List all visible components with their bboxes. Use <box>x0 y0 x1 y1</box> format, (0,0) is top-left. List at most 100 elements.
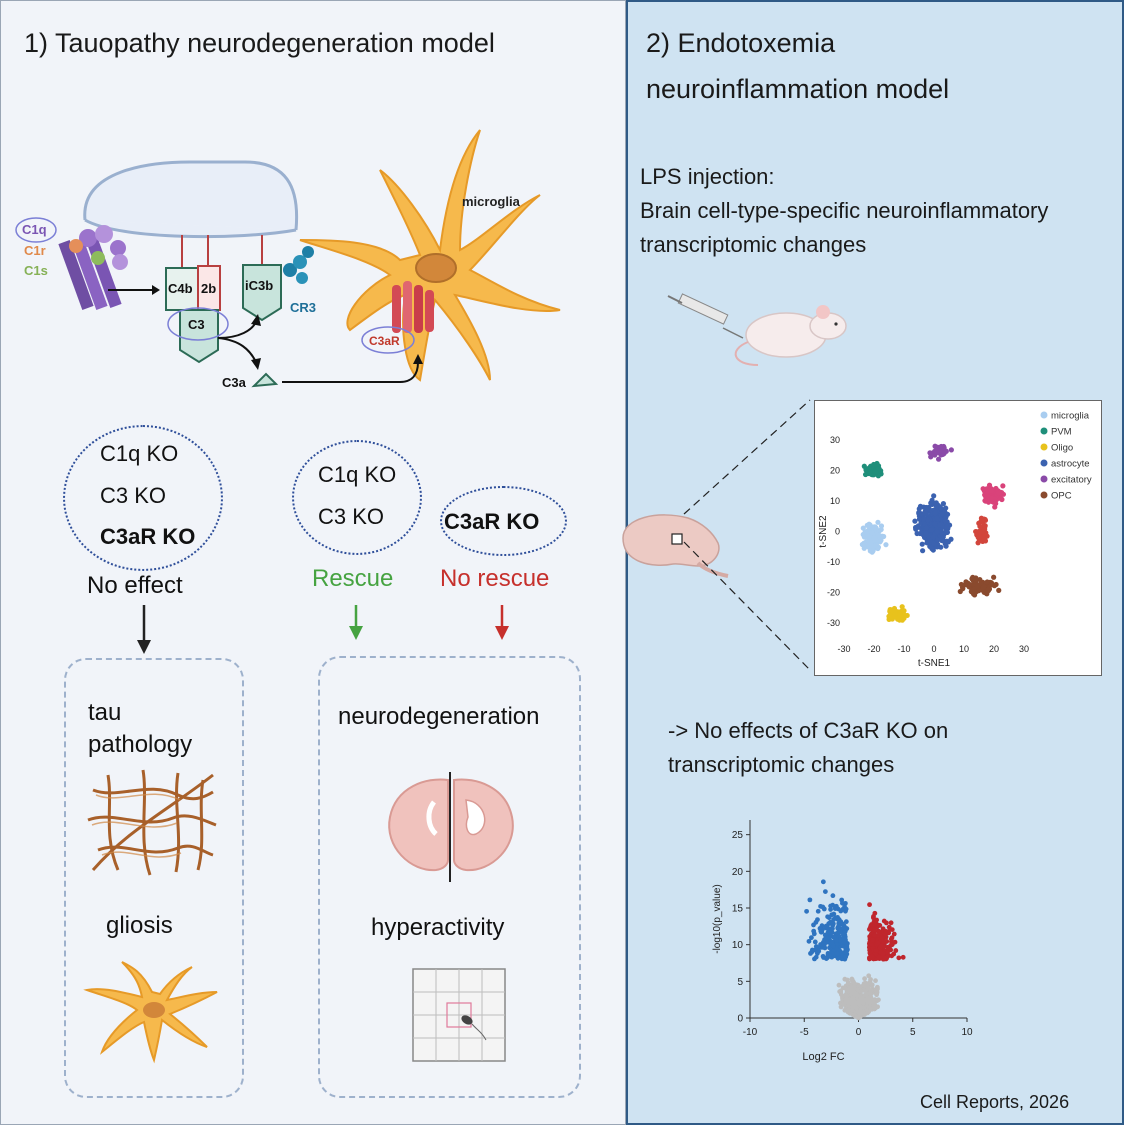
volcano-point <box>838 988 844 994</box>
volcano-point <box>830 893 836 899</box>
ko-group-2-outcome: Rescue <box>312 565 394 592</box>
tsne-point <box>989 495 995 501</box>
ko-group-2-item-2: C3 KO <box>318 504 385 529</box>
tsne-point <box>865 534 871 540</box>
tsne-point <box>878 526 884 533</box>
volcano-point <box>834 951 840 957</box>
tsne-point <box>934 529 940 535</box>
volcano-point <box>804 908 809 914</box>
outcome-box-1 <box>64 658 244 1098</box>
tsne-legend-swatch-1 <box>1040 427 1048 435</box>
tsne-series-1 <box>861 460 884 479</box>
volcano-point <box>828 930 834 936</box>
volcano-point <box>843 993 849 999</box>
volcano-point <box>865 1010 870 1016</box>
tsne-point <box>871 461 877 468</box>
tsne-point <box>916 506 922 512</box>
volcano-point <box>842 985 848 991</box>
tsne-legend-swatch-0 <box>1040 411 1048 419</box>
tsne-point <box>933 503 939 509</box>
volcano-point <box>891 951 897 957</box>
tsne-point <box>861 541 868 548</box>
ko-group-3-item-1: C3aR KO <box>444 509 540 534</box>
tsne-point <box>1000 483 1006 489</box>
outcome-arrows <box>137 605 509 654</box>
volcano-point <box>839 900 845 906</box>
volcano-ylabel: -log10(p_value) <box>712 884 723 954</box>
volcano-point <box>852 999 858 1005</box>
tsne-point <box>929 527 935 533</box>
volcano-point <box>872 927 878 933</box>
tsne-point <box>944 529 951 535</box>
tsne-point <box>982 517 989 523</box>
tsne-series-4 <box>927 443 954 462</box>
volcano-xtick-3: 5 <box>910 1027 916 1038</box>
tsne-point <box>932 443 938 449</box>
volcano-point <box>891 931 897 937</box>
citation: Cell Reports, 2026 <box>920 1092 1070 1112</box>
tsne-point <box>978 518 985 524</box>
c3a-label: C3a <box>222 375 247 390</box>
volcano-point <box>885 946 891 951</box>
tsne-point <box>985 499 992 505</box>
tsne-xtick-3: 0 <box>931 644 936 654</box>
volcano-series-ns <box>836 973 881 1021</box>
volcano-point <box>889 927 895 933</box>
syringe-icon <box>667 293 744 339</box>
tsne-point <box>875 545 881 552</box>
tsne-point <box>872 537 879 543</box>
tsne-point <box>921 516 927 522</box>
tsne-point <box>981 522 987 528</box>
tsne-point <box>976 534 983 540</box>
astrocyte-illustration <box>83 961 218 1064</box>
outcome-box-1-label-2: gliosis <box>106 912 173 939</box>
tsne-point <box>981 583 987 590</box>
tsne-point <box>988 582 995 588</box>
tsne-point <box>941 445 947 451</box>
left-title: 1) Tauopathy neurodegeneration model <box>24 28 495 58</box>
volcano-point <box>872 932 878 938</box>
tsne-point <box>862 471 869 478</box>
volcano-xtick-2: 0 <box>856 1027 862 1038</box>
tsne-legend-label-3: astrocyte <box>1051 459 1090 470</box>
tsne-point <box>927 450 933 456</box>
tsne-ylabel: t-SNE2 <box>818 515 829 548</box>
volcano-ytick-1: 5 <box>737 977 743 988</box>
volcano-point <box>830 939 835 945</box>
tsne-point <box>969 576 975 582</box>
tsne-point <box>912 518 918 524</box>
conclusion-text: -> No effects of C3aR KO on transcriptom… <box>668 718 949 777</box>
volcano-point <box>809 947 815 953</box>
ko-group-1-item-1: C1q KO <box>100 441 179 466</box>
tsne-point <box>930 534 936 540</box>
volcano-point <box>843 919 849 925</box>
tsne-point <box>931 493 937 499</box>
volcano-point <box>877 923 883 928</box>
tsne-point <box>958 581 964 588</box>
tsne-point <box>861 545 867 551</box>
volcano-point <box>874 992 879 998</box>
tsne-point <box>875 519 881 525</box>
volcano-point <box>817 925 823 931</box>
volcano-point <box>889 935 895 941</box>
volcano-ytick-5: 25 <box>732 830 744 841</box>
volcano-point <box>854 993 860 999</box>
ic3b-shape <box>242 264 282 322</box>
tsne-point <box>929 497 935 503</box>
cr3-label: CR3 <box>290 300 316 315</box>
volcano-point <box>856 1014 862 1020</box>
right-title-line2: neuroinflammation model <box>646 74 950 104</box>
volcano-point <box>869 988 874 994</box>
volcano-point <box>833 915 838 921</box>
volcano-point <box>846 997 852 1003</box>
microglia-nucleus <box>415 253 457 283</box>
volcano-point <box>811 928 817 934</box>
tsne-point <box>915 523 921 529</box>
volcano-point <box>830 943 836 949</box>
lps-description: LPS injection: Brain cell-type-specific … <box>640 160 1120 262</box>
volcano-point <box>870 915 876 921</box>
volcano-point <box>875 940 881 946</box>
volcano-point <box>873 948 879 954</box>
volcano-point <box>841 923 847 929</box>
